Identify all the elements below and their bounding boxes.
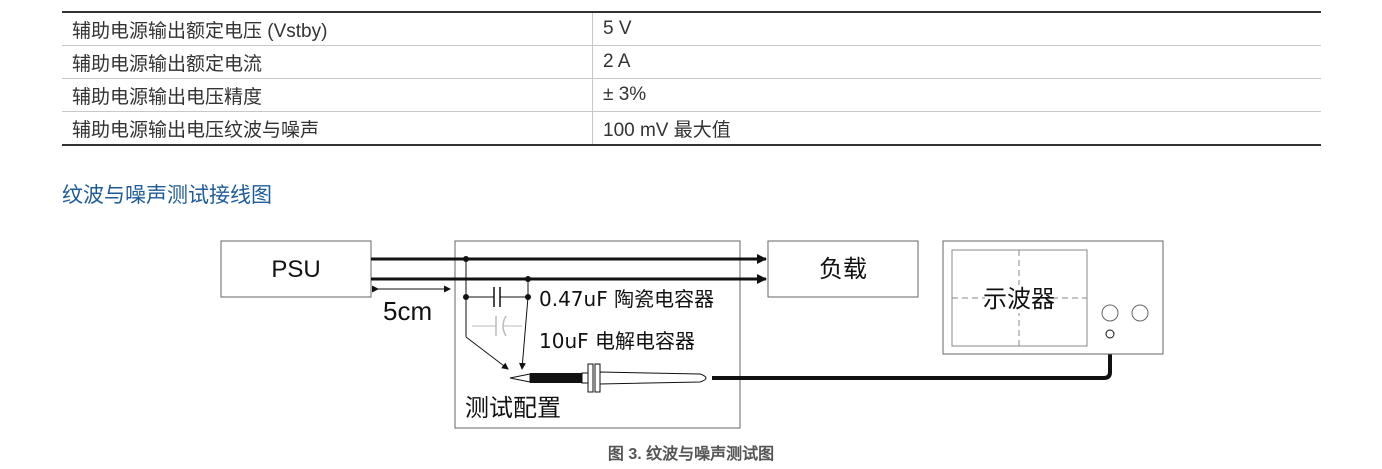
test-setup-label: 测试配置	[465, 394, 561, 422]
spec-table: 辅助电源输出额定电压 (Vstby) 5 V 辅助电源输出额定电流 2 A 辅助…	[62, 11, 1321, 146]
section-heading: 纹波与噪声测试接线图	[62, 184, 272, 207]
value-cell: 100 mV 最大值	[592, 111, 1321, 146]
value-cell: 2 A	[592, 45, 1321, 79]
value-cell: ± 3%	[592, 78, 1321, 112]
psu-box	[220, 240, 372, 298]
probe-signal-wire	[519, 296, 529, 370]
figure-caption: 图 3. 纹波与噪声测试图	[607, 446, 775, 463]
oscilloscope	[942, 240, 1164, 355]
param-cell: 辅助电源输出电压纹波与噪声	[62, 111, 593, 146]
table-row: 辅助电源输出额定电压 (Vstby) 5 V	[62, 11, 1321, 46]
wiring-diagram: PSU 测试配置 负载 5cm 0.47uF 陶瓷电容器 10uF 电解电容器	[220, 240, 1164, 429]
load-label: 负载	[819, 255, 867, 283]
table-row: 辅助电源输出电压纹波与噪声 100 mV 最大值	[62, 111, 1321, 146]
probe-ground-wire	[465, 336, 509, 370]
test-setup-box	[454, 240, 741, 429]
load-box	[767, 240, 919, 298]
param-cell: 辅助电源输出额定电流	[62, 45, 593, 79]
param-cell: 辅助电源输出额定电压 (Vstby)	[62, 11, 593, 46]
ceramic-cap-label: 0.47uF 陶瓷电容器	[539, 287, 714, 311]
oscilloscope-probe	[509, 363, 707, 393]
electrolytic-capacitor	[472, 315, 522, 337]
electrolytic-cap-label: 10uF 电解电容器	[539, 329, 695, 353]
probe-cable	[712, 336, 1112, 380]
psu-label: PSU	[271, 256, 320, 283]
scope-label: 示波器	[983, 285, 1055, 313]
table-row: 辅助电源输出电压精度 ± 3%	[62, 78, 1321, 112]
distance-label: 5cm	[383, 296, 432, 326]
ceramic-capacitor	[466, 287, 528, 307]
value-cell: 5 V	[592, 11, 1321, 46]
table-row: 辅助电源输出额定电流 2 A	[62, 45, 1321, 79]
param-cell: 辅助电源输出电压精度	[62, 78, 593, 112]
